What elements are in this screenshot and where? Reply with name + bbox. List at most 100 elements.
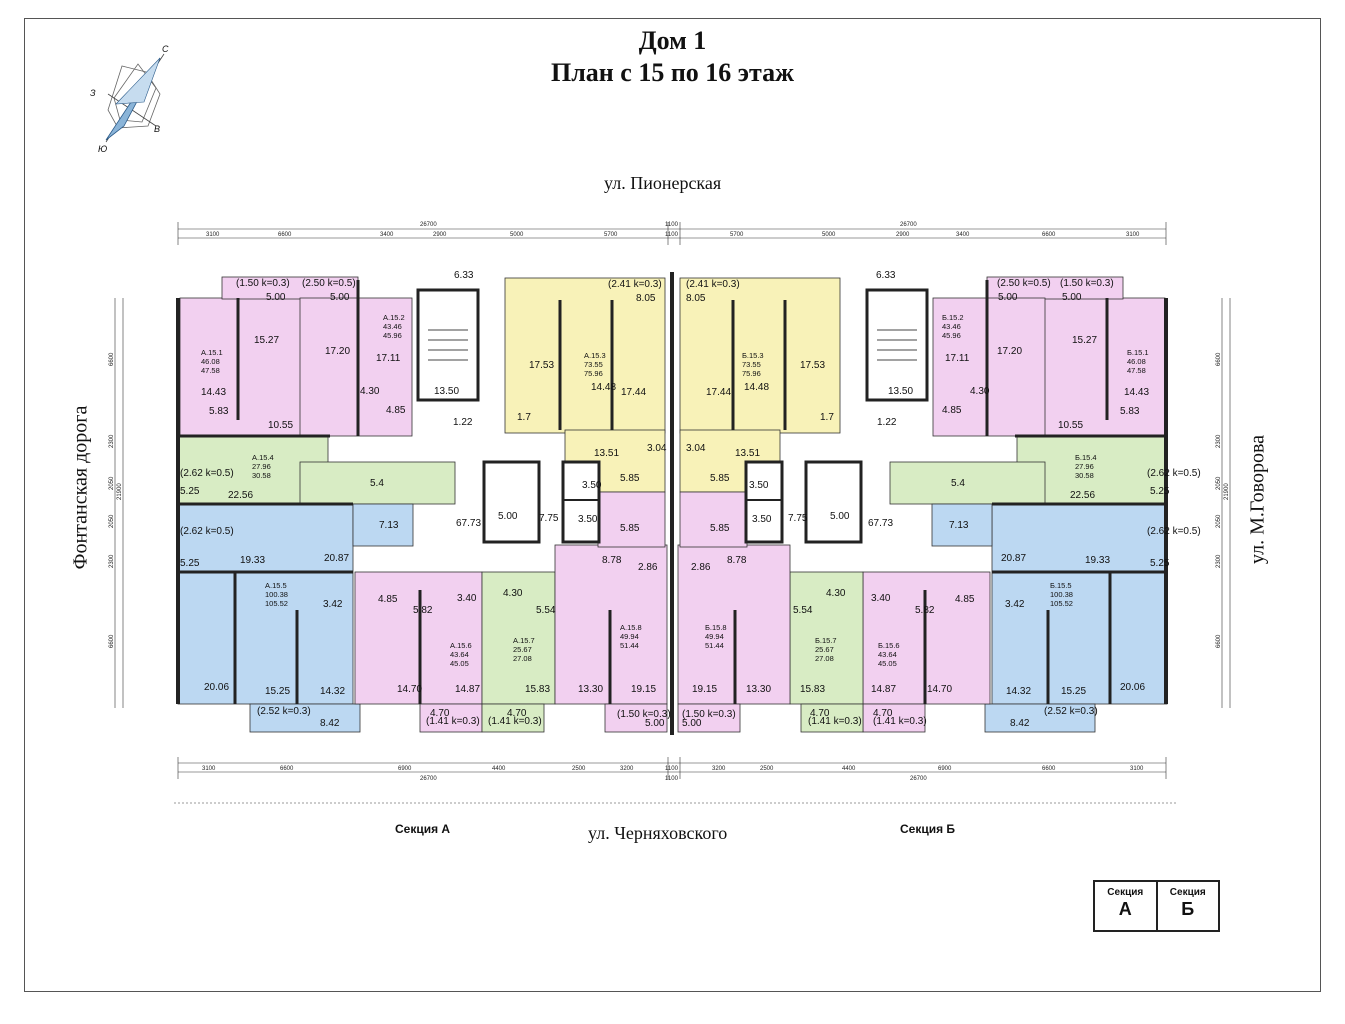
svg-text:45.05: 45.05	[878, 659, 897, 668]
section-a-plan	[177, 276, 668, 733]
svg-text:15.27: 15.27	[1072, 335, 1097, 346]
svg-text:47.58: 47.58	[1127, 366, 1146, 375]
svg-text:51.44: 51.44	[620, 641, 639, 650]
svg-text:2300: 2300	[1216, 554, 1222, 568]
svg-text:15.83: 15.83	[800, 684, 825, 695]
svg-text:15.25: 15.25	[265, 686, 290, 697]
svg-text:73.55: 73.55	[584, 360, 603, 369]
svg-text:Б.15.6: Б.15.6	[878, 641, 900, 650]
svg-text:19.15: 19.15	[692, 684, 717, 695]
section-b-label: Секция Б	[900, 822, 956, 836]
svg-text:(2.62 k=0.5): (2.62 k=0.5)	[180, 468, 234, 479]
svg-text:(2.50 k=0.5): (2.50 k=0.5)	[302, 278, 356, 289]
svg-text:3.42: 3.42	[323, 599, 343, 610]
svg-text:6.33: 6.33	[454, 270, 474, 281]
svg-text:17.44: 17.44	[706, 387, 731, 398]
svg-text:17.11: 17.11	[376, 353, 401, 364]
svg-text:5.25: 5.25	[1150, 486, 1170, 497]
svg-text:(1.41 k=0.3): (1.41 k=0.3)	[426, 716, 480, 727]
apartment-labels-a: A.15.1 46.08 47.58 A.15.2 43.46 45.96 A.…	[201, 313, 642, 668]
svg-text:75.96: 75.96	[742, 369, 761, 378]
svg-text:5.00: 5.00	[682, 718, 702, 729]
svg-text:2.86: 2.86	[638, 562, 658, 573]
svg-text:19.33: 19.33	[1085, 555, 1110, 566]
svg-text:20.06: 20.06	[204, 682, 229, 693]
compass-west-label: З	[90, 88, 96, 98]
svg-text:17.20: 17.20	[997, 346, 1022, 357]
svg-text:5700: 5700	[730, 232, 744, 238]
svg-text:6600: 6600	[280, 766, 294, 772]
svg-text:2050: 2050	[1216, 514, 1222, 528]
svg-text:14.87: 14.87	[455, 684, 480, 695]
svg-text:A.15.7: A.15.7	[513, 636, 535, 645]
svg-text:A.15.6: A.15.6	[450, 641, 472, 650]
svg-text:46.08: 46.08	[1127, 357, 1146, 366]
svg-text:Б.15.5: Б.15.5	[1050, 581, 1072, 590]
legend-section-a: Секция А	[1095, 882, 1158, 930]
svg-text:26700: 26700	[420, 776, 437, 782]
svg-text:26700: 26700	[910, 776, 927, 782]
svg-text:1100: 1100	[665, 222, 679, 228]
svg-text:(1.41 k=0.3): (1.41 k=0.3)	[808, 716, 862, 727]
svg-text:1100: 1100	[665, 776, 679, 782]
dimension-text-bottom: 3100 6600 6900 4400 2500 3200 1100 1100 …	[202, 766, 1144, 782]
svg-text:26700: 26700	[420, 222, 437, 228]
svg-text:Б.15.2: Б.15.2	[942, 313, 964, 322]
svg-text:27.96: 27.96	[252, 462, 271, 471]
svg-text:5.83: 5.83	[1120, 406, 1140, 417]
svg-text:105.52: 105.52	[1050, 599, 1073, 608]
svg-text:5.54: 5.54	[793, 605, 813, 616]
svg-text:20.06: 20.06	[1120, 682, 1145, 693]
svg-text:14.32: 14.32	[320, 686, 345, 697]
svg-text:(2.62 k=0.5): (2.62 k=0.5)	[1147, 526, 1201, 537]
svg-text:4.85: 4.85	[942, 405, 962, 416]
section-a-label: Секция А	[395, 822, 451, 836]
svg-text:1.22: 1.22	[877, 417, 897, 428]
apartment-a-15-5	[177, 503, 354, 705]
svg-text:67.73: 67.73	[456, 518, 481, 529]
svg-text:3100: 3100	[1130, 766, 1144, 772]
svg-text:2.86: 2.86	[691, 562, 711, 573]
svg-text:4.85: 4.85	[378, 594, 398, 605]
svg-text:3.50: 3.50	[582, 480, 602, 491]
svg-text:100.38: 100.38	[265, 590, 288, 599]
svg-text:30.58: 30.58	[1075, 471, 1094, 480]
svg-text:3.04: 3.04	[647, 443, 667, 454]
svg-text:2050: 2050	[109, 514, 115, 528]
svg-text:13.50: 13.50	[434, 386, 459, 397]
svg-text:17.53: 17.53	[529, 360, 554, 371]
svg-text:1.7: 1.7	[820, 412, 834, 423]
svg-text:45.05: 45.05	[450, 659, 469, 668]
svg-text:3400: 3400	[956, 232, 970, 238]
svg-text:30.58: 30.58	[252, 471, 271, 480]
svg-text:14.48: 14.48	[744, 382, 769, 393]
svg-text:20.87: 20.87	[324, 553, 349, 564]
svg-text:4.70: 4.70	[810, 708, 830, 719]
svg-text:1.7: 1.7	[517, 412, 531, 423]
svg-text:6600: 6600	[109, 352, 115, 366]
svg-text:4.70: 4.70	[430, 708, 450, 719]
svg-text:21900: 21900	[117, 483, 123, 500]
svg-text:4.85: 4.85	[386, 405, 406, 416]
apartment-a-15-7	[481, 571, 556, 705]
svg-text:4400: 4400	[492, 766, 506, 772]
svg-text:(2.52 k=0.3): (2.52 k=0.3)	[257, 706, 311, 717]
svg-text:5.00: 5.00	[1062, 292, 1082, 303]
svg-text:5.85: 5.85	[620, 523, 640, 534]
svg-text:A.15.4: A.15.4	[252, 453, 274, 462]
svg-text:14.48: 14.48	[591, 382, 616, 393]
svg-text:22.56: 22.56	[228, 490, 253, 501]
svg-text:3.50: 3.50	[578, 514, 598, 525]
plan-title-floors: План с 15 по 16 этаж	[551, 58, 794, 87]
svg-text:(2.41 k=0.3): (2.41 k=0.3)	[686, 279, 740, 290]
svg-text:2500: 2500	[572, 766, 586, 772]
svg-text:(2.62 k=0.5): (2.62 k=0.5)	[1147, 468, 1201, 479]
svg-text:20.87: 20.87	[1001, 553, 1026, 564]
svg-text:Б.15.4: Б.15.4	[1075, 453, 1097, 462]
svg-text:27.96: 27.96	[1075, 462, 1094, 471]
svg-text:A.15.1: A.15.1	[201, 348, 223, 357]
svg-text:4.30: 4.30	[503, 588, 523, 599]
svg-text:2300: 2300	[109, 554, 115, 568]
svg-text:45.96: 45.96	[383, 331, 402, 340]
